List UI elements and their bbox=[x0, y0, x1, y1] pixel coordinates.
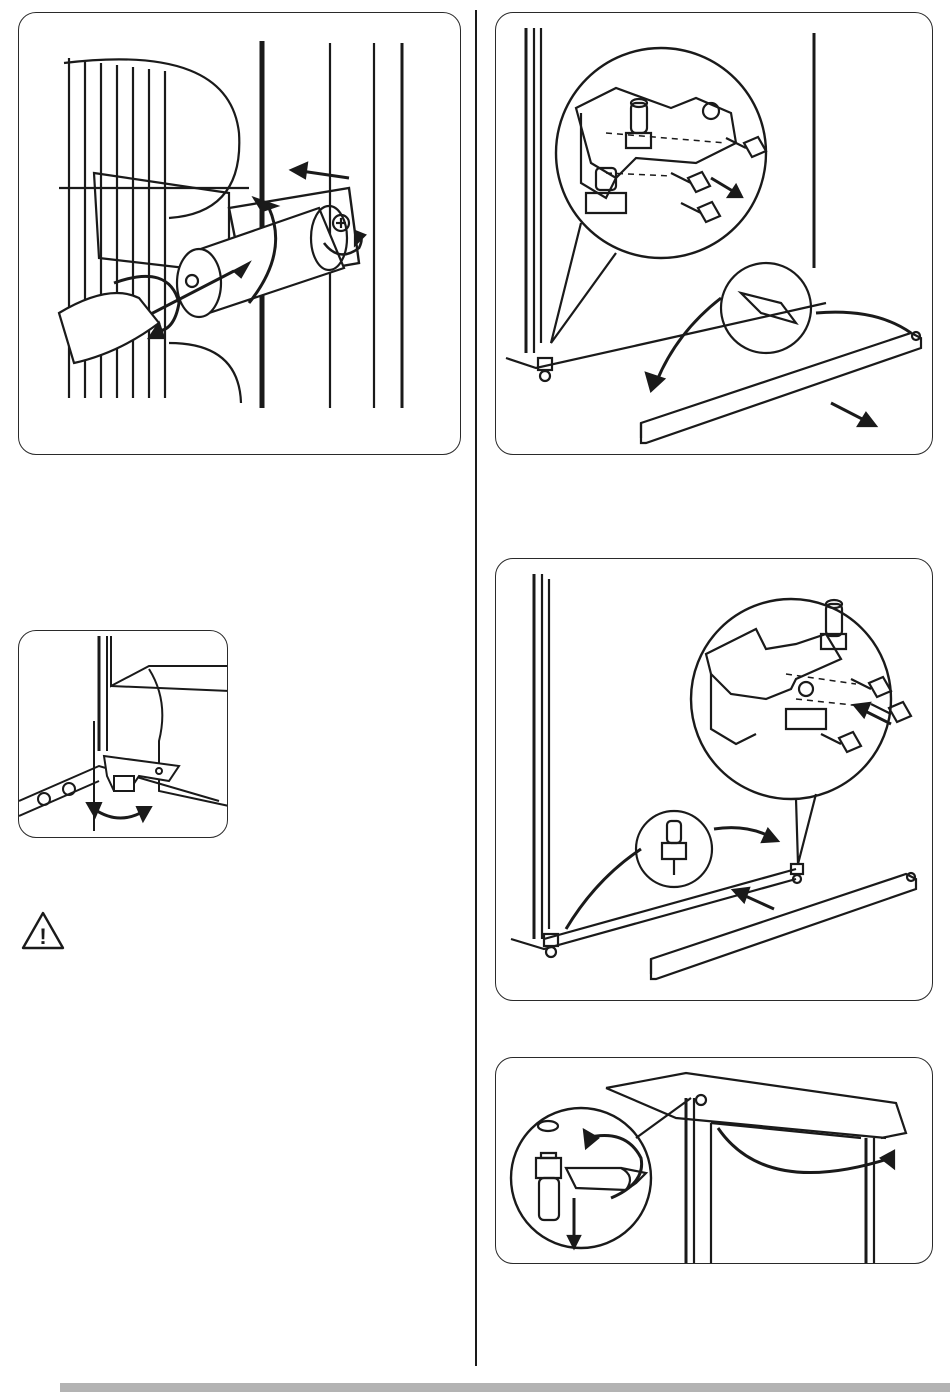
adjustable-foot-illustration bbox=[19, 631, 228, 838]
hinge-install-illustration bbox=[496, 559, 933, 1001]
footer-bar bbox=[60, 1383, 950, 1392]
warning-symbol: ! bbox=[39, 924, 46, 949]
figure-lower-hinge-removal bbox=[495, 12, 933, 455]
figure-adjustable-foot bbox=[18, 630, 228, 838]
figure-shelf-bar-removal bbox=[18, 12, 461, 455]
warning-triangle-icon: ! bbox=[20, 910, 66, 952]
figure-upper-pin-swap bbox=[495, 1057, 933, 1264]
figure-lower-hinge-install bbox=[495, 558, 933, 1001]
screwdriver-illustration bbox=[19, 13, 461, 455]
upper-pin-illustration bbox=[496, 1058, 933, 1264]
hinge-removal-illustration bbox=[496, 13, 933, 455]
column-divider bbox=[475, 10, 477, 1366]
